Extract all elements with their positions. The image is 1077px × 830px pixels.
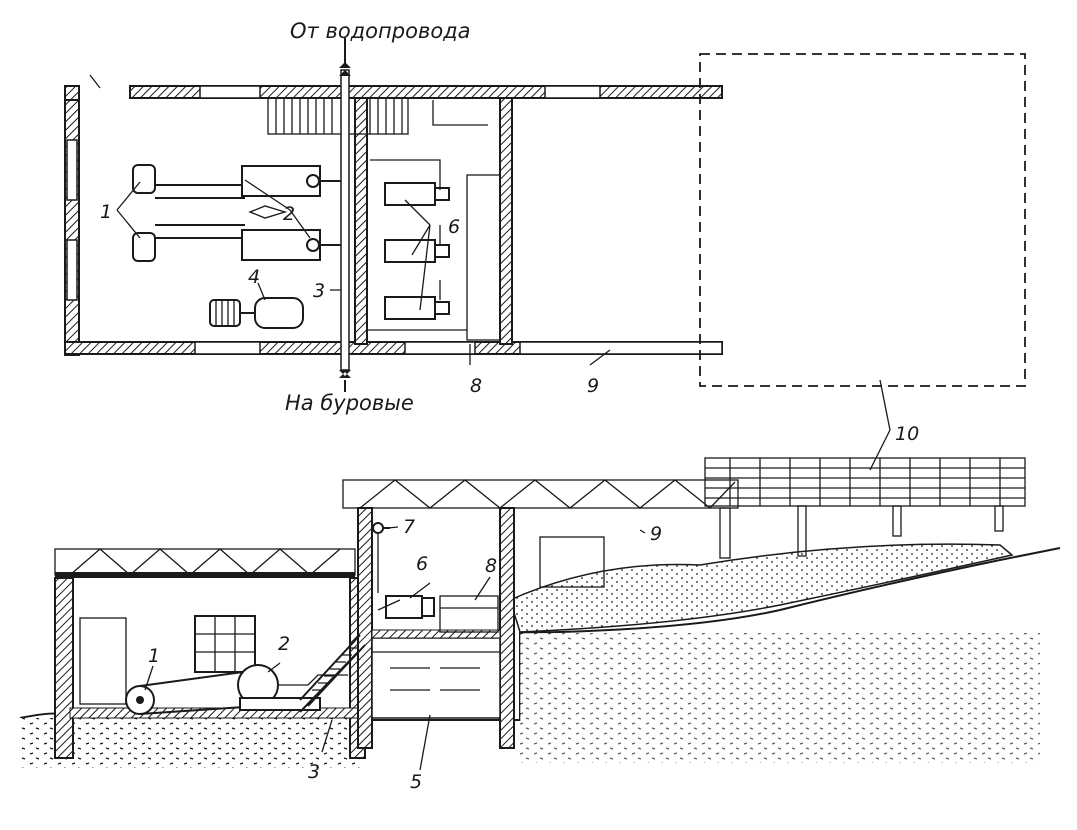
- section-mid-building: [299, 479, 739, 749]
- section-callout-9: 9: [650, 523, 662, 545]
- section-callout-6: 6: [416, 553, 428, 575]
- caption-from-water-main: От водопровода: [290, 19, 471, 43]
- ground-soil-1: [20, 718, 360, 768]
- sand-heap: [509, 543, 1014, 633]
- section-callout-1: 1: [148, 645, 160, 667]
- caption-to-drilling-rigs: На буровые: [285, 391, 414, 415]
- section-callout-3: 3: [308, 761, 320, 783]
- section-tank-5: [371, 637, 501, 719]
- plan-callout-9: 9: [587, 375, 599, 397]
- plan-valve-bottom: [339, 370, 351, 378]
- plan-window-left-1: [66, 139, 78, 201]
- mid-door: [539, 536, 605, 588]
- mid-roof-truss: [342, 479, 739, 509]
- plan-water-pipe: [339, 38, 351, 392]
- section-callout-5: 5: [410, 771, 422, 793]
- section-leader-lines: [144, 429, 891, 771]
- left-door: [79, 617, 127, 705]
- left-window: [194, 615, 256, 673]
- ground-soil-2: [520, 633, 1040, 763]
- plan-pump-piping: [367, 100, 488, 331]
- plan-motor-1b: [132, 232, 156, 262]
- plan-valve-top: [339, 62, 351, 76]
- section-tank-8: [439, 595, 499, 633]
- plan-pump-units: [132, 164, 341, 262]
- plan-wall-left: [64, 99, 80, 356]
- section-view: [19, 429, 1061, 771]
- plan-callout-8: 8: [470, 375, 482, 397]
- plan-window-top-1: [199, 85, 261, 99]
- plan-callout-4: 4: [248, 266, 260, 288]
- section-callout-8: 8: [485, 555, 497, 577]
- plan-canopy-edge: [519, 341, 723, 355]
- plan-wall-internal-1: [354, 97, 368, 345]
- plan-door-bottom: [404, 341, 476, 355]
- plan-window-bottom-1: [194, 341, 261, 355]
- plan-callout-6: 6: [448, 216, 460, 238]
- plan-open-storage-10: [699, 53, 1026, 387]
- plan-window-left-2: [66, 239, 78, 301]
- plan-tank-8: [466, 174, 501, 341]
- plan-unit-4: [209, 297, 304, 329]
- plan-stairs: [267, 97, 409, 135]
- plan-wall-internal-2: [499, 97, 513, 345]
- plan-callout-2: 2: [283, 203, 295, 225]
- plan-connector: [248, 205, 288, 219]
- plan-motor-1a: [132, 164, 156, 194]
- section-pump-unit: [125, 649, 361, 715]
- section-callout-7: 7: [403, 516, 415, 538]
- section-canopy-10: [704, 457, 1026, 557]
- plan-window-top-2: [544, 85, 601, 99]
- section-callout-2: 2: [278, 633, 290, 655]
- section-pump-6: [385, 595, 423, 619]
- plan-callout-3: 3: [313, 280, 325, 302]
- plan-view: [64, 38, 1026, 431]
- plan-callout-1: 1: [100, 201, 112, 223]
- section-stairs: [299, 634, 366, 707]
- plan-callout-10: 10: [895, 423, 919, 445]
- plan-pumps-6: [384, 182, 450, 320]
- plan-leader-lines: [89, 74, 891, 431]
